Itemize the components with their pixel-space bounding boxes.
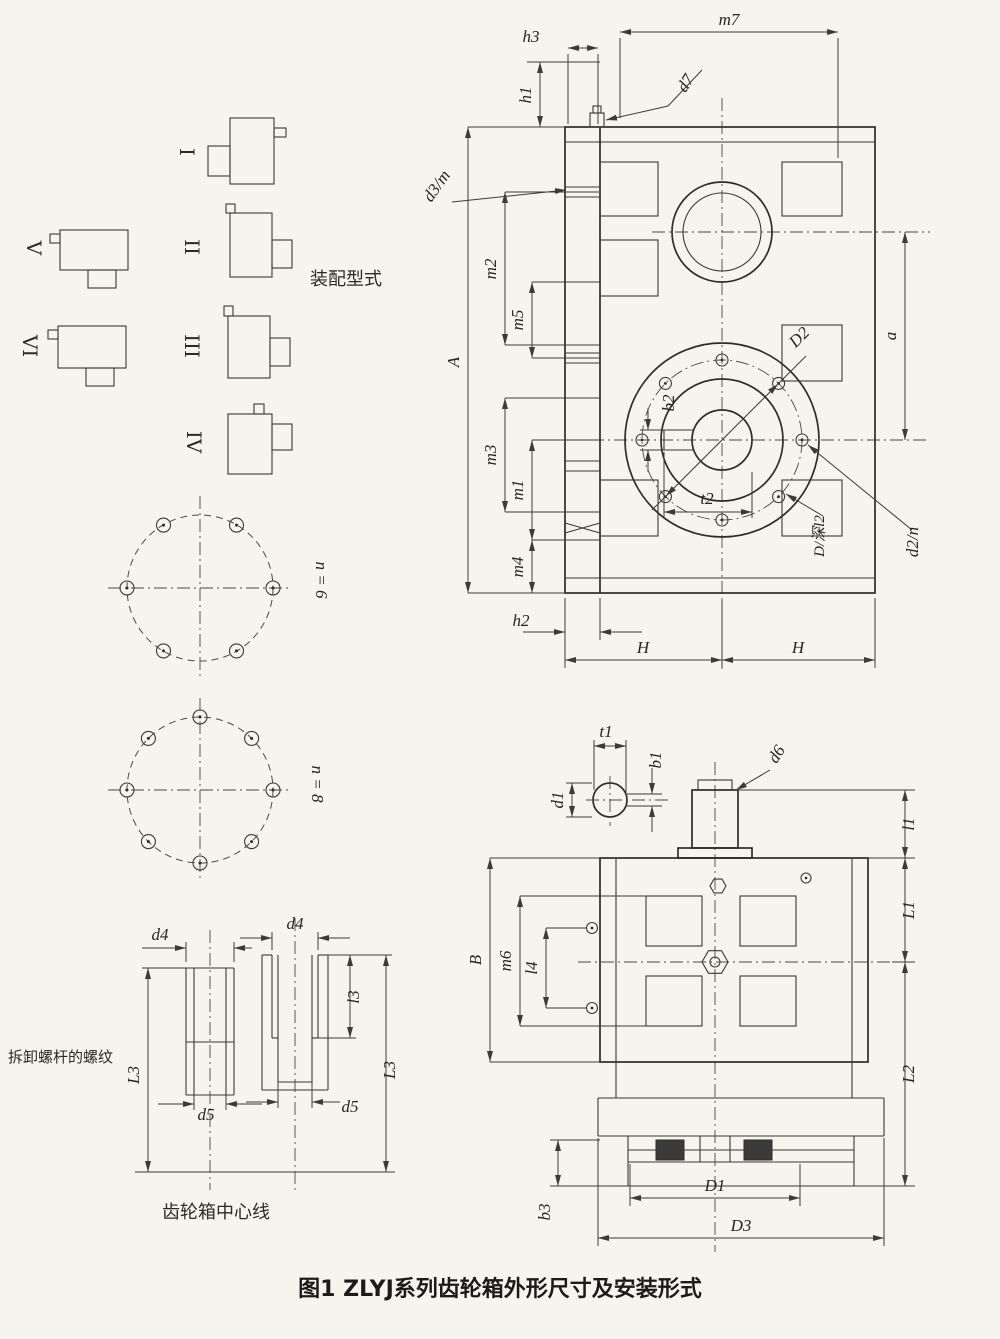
type-II-icon [225,203,293,278]
dim-label-h1: h1 [516,87,535,104]
type-IV-icon [227,403,293,475]
thread-details: d4 d5 L3 d4 [8,914,399,1223]
dim-label-L2: L2 [899,1065,918,1084]
dim-label-L3-right: L3 [380,1061,399,1080]
dim-label-D2: D2 [784,323,813,352]
dim-label-m1: m1 [508,480,527,501]
dim-label-t1: t1 [599,722,612,741]
dim-label-d2n: d2/n [903,527,922,557]
dim-label-H-left: H [636,638,651,657]
dim-label-a: a [881,332,900,341]
dim-label-d5-left: d5 [198,1105,215,1124]
dim-label-m7: m7 [719,10,741,29]
dim-label-d6: d6 [764,741,789,766]
figure-caption: 图1 ZLYJ系列齿轮箱外形尺寸及安装形式 [298,1276,702,1302]
bolt-pattern-n8: n = 8 [108,698,327,882]
centerline-note: 齿轮箱中心线 [162,1202,270,1223]
dim-label-L3-left: L3 [124,1066,143,1085]
type-III-label: III [180,334,204,358]
type-V-icon [49,229,129,289]
dim-label-t2: t2 [700,489,714,508]
dim-label-d3m: d3/m [419,166,454,205]
dim-label-L1: L1 [899,901,918,920]
type-VI-icon [47,325,127,387]
dim-label-b2: b2 [659,394,678,412]
dim-label-d1: d1 [548,792,567,809]
dim-label-m5: m5 [508,310,527,331]
n8-label: n = 8 [308,766,327,803]
dim-label-H-right: H [791,638,806,657]
type-V-label: V [22,240,46,256]
inspection-windows [645,895,797,1027]
dim-label-m2: m2 [481,258,500,279]
type-II-label: II [180,239,204,255]
dim-label-b3: b3 [535,1204,554,1221]
dim-label-B: B [466,954,485,965]
dim-label-l1: l1 [899,817,918,830]
dim-label-m3: m3 [481,445,500,466]
dim-label-d4-right: d4 [287,914,305,933]
housing-pads [599,161,843,537]
dim-label-b1: b1 [646,752,665,769]
dim-label-l3: l3 [344,990,363,1003]
type-IV-label: IV [182,431,206,454]
dim-label-D3: D3 [730,1216,752,1235]
dim-label-d4-left: d4 [152,925,170,944]
dim-label-d5-right: d5 [342,1097,359,1116]
bolt-pattern-n6: n = 6 [108,496,331,680]
dim-label-A: A [444,356,463,368]
dim-label-h3: h3 [523,27,540,46]
type-VI-label: VI [18,334,42,357]
dim-label-l4: l4 [522,961,541,975]
n6-label: n = 6 [312,562,331,599]
side-view: t1 b1 d1 d6 [466,722,918,1252]
dim-label-d7: d7 [673,70,699,96]
base-structure [597,1062,885,1187]
type-I-icon [207,117,287,185]
dim-label-D-l2: D/深l2 [811,515,828,558]
dim-label-D1: D1 [704,1176,726,1195]
assembly-types: 装配型式 I II V III VI [18,117,382,475]
dim-label-m4: m4 [508,556,527,577]
thread-note: 拆卸螺杆的螺纹 [8,1048,113,1066]
front-view-dimensions: m7 h3 h1 d7 d3/m A m2 m5 m3 m1 [419,10,922,668]
dim-label-m6: m6 [496,950,515,971]
flange-strip-ticks [564,186,601,534]
assembly-title: 装配型式 [310,269,382,290]
type-I-label: I [175,148,199,156]
dim-label-h2: h2 [513,611,531,630]
type-III-icon [223,305,291,379]
front-view [545,98,930,672]
